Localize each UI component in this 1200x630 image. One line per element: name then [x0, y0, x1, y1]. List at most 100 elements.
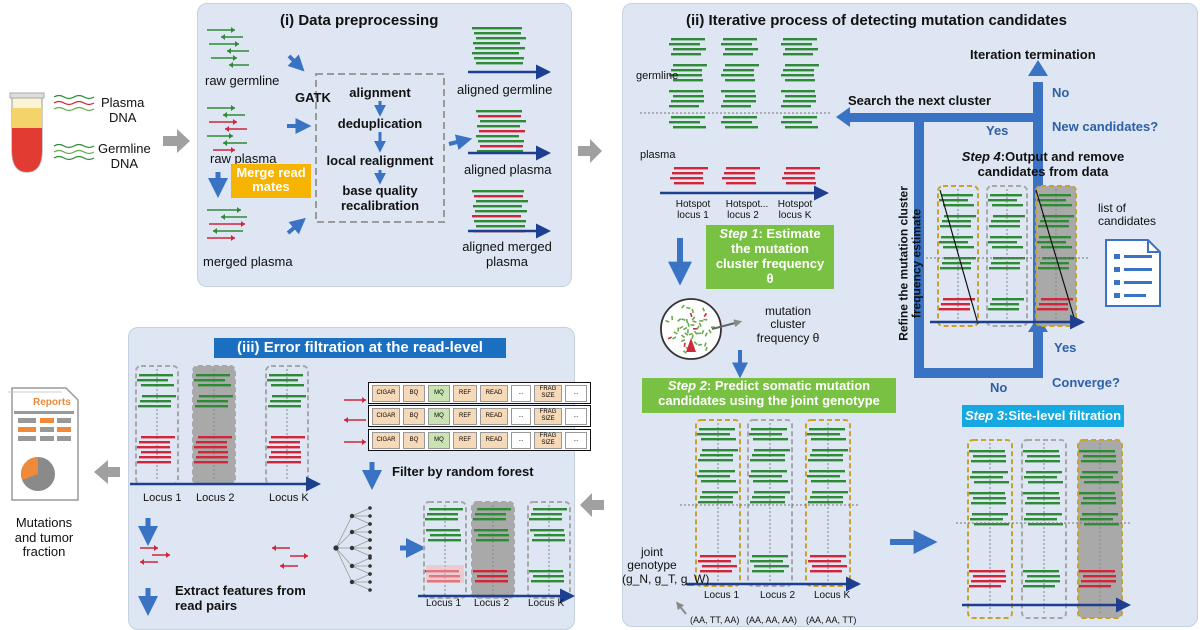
read-arrow-head [223, 112, 227, 118]
read-bar [1024, 518, 1057, 521]
tree-node [349, 529, 355, 535]
tree-node [368, 514, 372, 518]
mag-dot [677, 318, 682, 322]
read-bar [988, 199, 1017, 202]
read-bar [992, 246, 1023, 249]
read-arrow-head [221, 34, 225, 40]
read-bar [723, 38, 757, 41]
read-bar [533, 575, 564, 578]
read-bar [723, 53, 753, 56]
read-bar [426, 529, 460, 532]
read-bar [429, 508, 463, 511]
mag-dot [688, 332, 693, 336]
read-arrow-head [229, 62, 233, 68]
converge-label: Converge? [1052, 375, 1120, 390]
read-bar [267, 461, 301, 464]
read-bar [725, 48, 758, 51]
read-bar [940, 225, 971, 228]
read-bar [476, 200, 528, 203]
aligned-germline-label: aligned germline [457, 82, 553, 97]
read-bar [194, 446, 227, 449]
step2-head: Step 2 [667, 378, 707, 393]
read-bar [479, 130, 525, 133]
read-bar [672, 172, 703, 175]
tree-node [349, 579, 355, 585]
read-bar [1084, 523, 1119, 526]
read-bar [989, 225, 1020, 228]
gatk-step-alignment: alignment [349, 85, 411, 100]
read-bar [1079, 492, 1115, 495]
read-bar [198, 451, 228, 454]
read-bar [973, 497, 1006, 500]
feature-cell: ... [565, 407, 587, 425]
feature-cell: CIGAR [372, 431, 400, 449]
read-arrow-head [231, 147, 235, 153]
mutation-cluster-frequency-label: mutation cluster frequency θ [756, 304, 820, 345]
gatk-step-bq-recalibration: base quality recalibration [340, 183, 420, 213]
read-bar [808, 560, 841, 563]
read-bar [1081, 460, 1116, 463]
iter-locus-1: Locus 1 [704, 590, 740, 601]
read-bar [807, 475, 840, 478]
read-bar [1080, 476, 1113, 479]
read-bar [141, 384, 174, 387]
read-bar [137, 446, 170, 449]
read-arrow-head [140, 559, 144, 565]
test-tube-icon [9, 92, 45, 173]
read-bar [783, 53, 813, 56]
tree-node [368, 522, 372, 526]
read-arrow-head [231, 235, 235, 241]
read-bar [943, 246, 974, 249]
err-locus-2: Locus 2 [196, 492, 235, 504]
read-bar [1041, 204, 1072, 207]
mag-dot [680, 339, 686, 343]
mag-dot [686, 329, 689, 334]
feature-cell: READ [480, 384, 508, 402]
tree-edge [335, 547, 353, 567]
read-bar [699, 428, 735, 431]
read-bar [669, 43, 700, 46]
read-bar [809, 470, 845, 473]
read-bar [473, 205, 522, 208]
read-bar [1026, 513, 1062, 516]
read-bar [267, 379, 298, 382]
filter-random-forest-label: Filter by random forest [392, 464, 534, 479]
aligned-merged-plasma-label: aligned merged plasma [462, 239, 552, 269]
locus-box [527, 501, 571, 599]
tree-node [333, 545, 339, 551]
read-bar [749, 475, 782, 478]
list-of-candidates-label: list of candidates [1098, 201, 1157, 229]
flow-arrow-prep-to-iter [578, 139, 602, 163]
tree-node [349, 563, 355, 569]
mag-dot [693, 328, 697, 330]
yes-label-bottom: Yes [1054, 340, 1077, 355]
read-bar [942, 220, 971, 223]
read-bar [723, 116, 757, 119]
read-bar [476, 62, 523, 65]
genotype-2: (AA, AA, AA) [746, 615, 798, 625]
read-bar [472, 52, 519, 55]
read-bar [1028, 481, 1063, 484]
read-arrow-head [362, 397, 366, 403]
step4-head: Step 4 [961, 149, 1001, 164]
read-bar [477, 575, 508, 578]
mag-dot [681, 318, 686, 322]
mag-dot [692, 320, 697, 323]
read-bar [971, 580, 1006, 583]
tree-node [368, 506, 372, 510]
read-bar [1083, 455, 1116, 458]
read-arrow-head [225, 126, 229, 132]
read-bar [472, 190, 524, 193]
magnifier-icon [660, 298, 743, 360]
read-bar [812, 491, 848, 494]
read-bar [475, 580, 508, 583]
read-bar [972, 513, 1008, 516]
read-bar [939, 199, 968, 202]
read-bar [725, 95, 756, 98]
raw-plasma-label: raw plasma [210, 151, 277, 166]
locus-box [1021, 439, 1067, 619]
feature-cell: ... [511, 431, 531, 449]
read-bar [702, 491, 738, 494]
read-bar [140, 400, 171, 403]
